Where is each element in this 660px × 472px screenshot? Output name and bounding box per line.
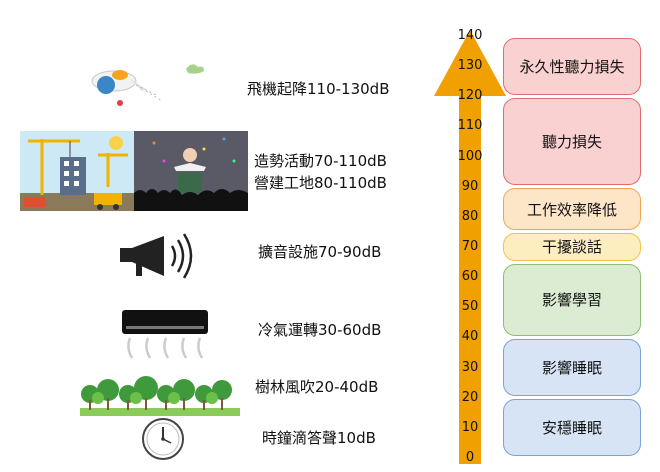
tick-label: 40: [461, 329, 479, 345]
effect-band: 干擾談話: [503, 233, 641, 261]
source-label-clock: 時鐘滴答聲10dB: [262, 429, 376, 447]
source-label-air-conditioner: 冷氣運轉30-60dB: [258, 321, 382, 339]
tick-label: 60: [461, 269, 479, 285]
megaphone-icon: [120, 233, 193, 279]
tick-label: 120: [457, 88, 483, 104]
effect-band-label: 影響睡眠: [541, 359, 602, 378]
effect-band: 安穩睡眠: [503, 399, 641, 457]
source-label-trees: 樹林風吹20-40dB: [255, 378, 379, 396]
effect-band-label: 工作效率降低: [526, 200, 617, 219]
airplane-icon: [91, 64, 204, 106]
tick-label: 140: [457, 28, 483, 43]
tick-label: 130: [457, 58, 483, 74]
source-label-megaphone: 擴音設施70-90dB: [258, 243, 382, 261]
arrow-head: [434, 30, 506, 96]
effect-band: 工作效率降低: [503, 188, 641, 231]
effect-band-label: 聽力損失: [541, 132, 602, 151]
tick-label: 50: [461, 299, 479, 315]
source-label-airplane: 飛機起降110-130dB: [247, 80, 390, 98]
arrow-shaft: [459, 92, 481, 464]
air-conditioner-icon: [122, 310, 208, 359]
source-label-construction: 營建工地80-110dB: [254, 174, 387, 192]
rally-crowd-icon: [134, 131, 248, 211]
effect-band-label: 干擾談話: [541, 238, 602, 257]
clock-icon: [142, 418, 184, 460]
tick-label: 30: [461, 359, 479, 375]
decibel-scale-arrow: [434, 30, 506, 464]
tick-label: 20: [461, 389, 479, 405]
tick-label: 0: [465, 450, 475, 465]
tick-label: 90: [461, 178, 479, 194]
trees-icon: [80, 376, 240, 416]
source-label-rally: 造勢活動70-110dB: [254, 152, 387, 170]
effect-band: 聽力損失: [503, 97, 641, 186]
effect-band-label: 安穩睡眠: [541, 419, 602, 438]
effect-band: 影響學習: [503, 263, 641, 336]
tick-label: 100: [457, 148, 483, 164]
tick-label: 110: [457, 118, 483, 134]
tick-label: 80: [461, 208, 479, 224]
tick-label: 10: [461, 419, 479, 435]
construction-site-icon: [20, 131, 134, 211]
effect-band: 影響睡眠: [503, 338, 641, 397]
tick-label: 70: [461, 239, 479, 254]
effect-band: 永久性聽力損失: [503, 37, 641, 95]
effect-band-label: 影響學習: [541, 291, 602, 310]
effect-band-label: 永久性聽力損失: [519, 57, 625, 76]
